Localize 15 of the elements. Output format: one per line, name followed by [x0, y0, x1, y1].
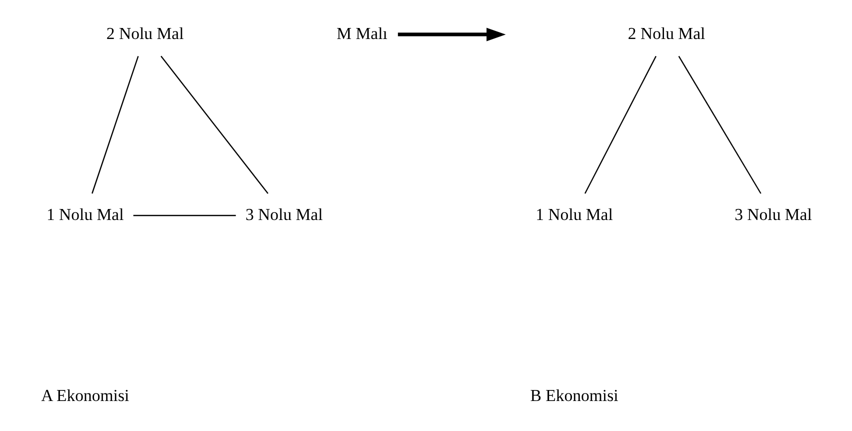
- node-text: 2 Nolu Mal: [106, 24, 184, 43]
- node-text: 1 Nolu Mal: [535, 204, 612, 224]
- connector: [678, 56, 761, 194]
- node-text: M Malı: [336, 24, 387, 43]
- node-text: 1 Nolu Mal: [46, 204, 124, 224]
- connector: [160, 56, 268, 194]
- node-text: 3 Nolu Mal: [244, 204, 322, 224]
- connector: [132, 214, 236, 216]
- arrow: [397, 28, 506, 42]
- label: A Ekonomisi: [40, 386, 129, 405]
- node-text: 3 Nolu Mal: [734, 204, 812, 224]
- connector: [91, 56, 138, 194]
- node-text: 2 Nolu Mal: [627, 24, 705, 43]
- label: B Ekonomisi: [530, 386, 618, 405]
- connector: [584, 56, 656, 194]
